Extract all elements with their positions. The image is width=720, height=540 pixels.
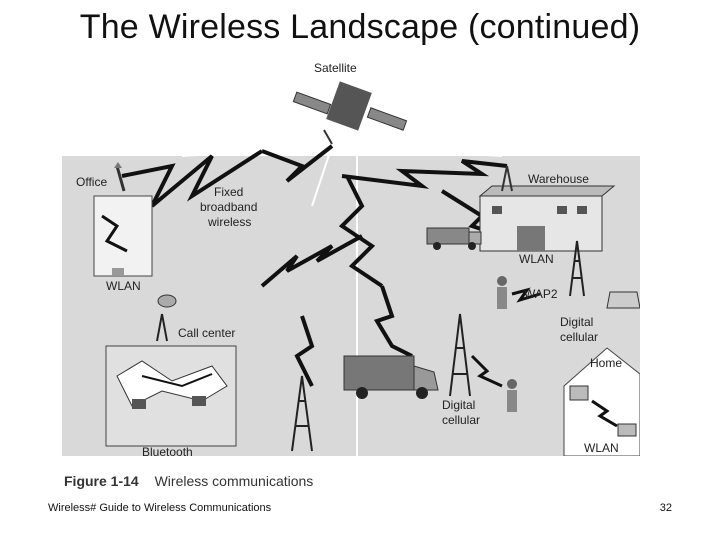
laptop-right (606, 291, 641, 309)
link-broadband (261, 144, 334, 183)
center-link (470, 354, 503, 388)
footer-source: Wireless# Guide to Wireless Communicatio… (48, 502, 272, 514)
panel-divider (356, 156, 358, 456)
label-call-center: Call center (178, 326, 235, 340)
label-wlan-warehouse: WLAN (519, 252, 554, 266)
label-bluetooth: Bluetooth (142, 445, 193, 456)
person-center (507, 379, 517, 412)
link-satellite-warehouse (341, 159, 508, 189)
warehouse-tower (501, 165, 513, 192)
label-satellite: Satellite (314, 61, 357, 75)
caption-number: Figure 1-14 (64, 473, 139, 489)
label-wap2: WAP2 (524, 287, 558, 301)
label-fixed-line1: Fixed (214, 185, 243, 199)
call-center-antenna (156, 313, 168, 342)
link-to-bluetooth-tower (294, 315, 315, 387)
link-satellite-center (338, 175, 384, 288)
label-home: Home (590, 356, 622, 370)
figure-illustration: Satellite Office Fixed broadband wireles… (62, 61, 641, 459)
office-antenna (114, 162, 126, 192)
center-cellular-tower (449, 313, 471, 397)
link-office-satellite (121, 149, 264, 208)
label-digital-center-1: Digital (442, 398, 475, 412)
page-number: 32 (659, 502, 672, 514)
service-van (343, 355, 439, 399)
wap2-link (511, 287, 541, 303)
label-digital-right-2: cellular (560, 330, 598, 344)
person-wap2 (497, 276, 507, 309)
home-building (563, 347, 641, 457)
label-fixed-line2: broadband (200, 200, 257, 214)
link-center-tower (374, 285, 413, 358)
office-building (93, 195, 153, 277)
wireless-communications-figure: Satellite Office Fixed broadband wireles… (62, 56, 641, 459)
satellite-icon (292, 81, 408, 145)
dish-icon (157, 294, 177, 308)
delivery-truck (426, 227, 482, 250)
label-warehouse: Warehouse (528, 172, 589, 186)
label-digital-right-1: Digital (560, 315, 593, 329)
right-cellular-tower (569, 240, 585, 297)
call-center-building (105, 345, 237, 447)
label-office: Office (76, 175, 107, 189)
slide-title: The Wireless Landscape (continued) (79, 8, 641, 46)
bluetooth-tower (291, 375, 313, 452)
label-fixed-line3: wireless (207, 215, 251, 229)
label-digital-center-2: cellular (442, 413, 480, 427)
label-wlan-home: WLAN (584, 441, 619, 455)
sky-rays (181, 145, 503, 207)
link-callcenter (260, 234, 363, 288)
caption-text: Wireless communications (154, 473, 314, 489)
warehouse-building (478, 185, 616, 252)
figure-caption: Figure 1-14 Wireless communications (64, 473, 313, 489)
label-wlan-office: WLAN (106, 279, 141, 293)
wireless-links (121, 144, 508, 387)
